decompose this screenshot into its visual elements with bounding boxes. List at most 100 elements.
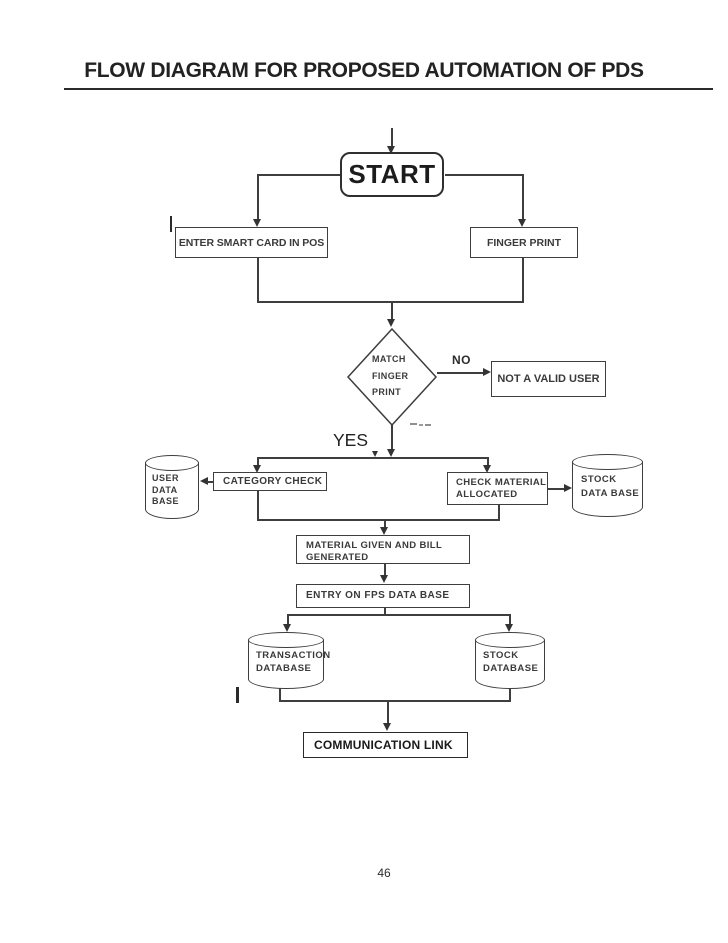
connector-into-communication: [387, 700, 389, 724]
connector-bottom-split-left: [287, 614, 289, 625]
connector-below-entry: [384, 608, 386, 615]
node-stock-database-bottom: STOCK DATABASE: [475, 632, 545, 689]
arrowhead-into-start: [387, 146, 395, 154]
user-db-line-3: BASE: [152, 496, 180, 506]
connector-bottom-split: [287, 614, 510, 616]
transaction-db-line-1: TRANSACTION: [256, 650, 331, 661]
arrowhead-into-enter-smart-card: [253, 219, 261, 227]
connector-to-user-database: [207, 481, 214, 483]
arrowhead-into-user-database: [200, 477, 208, 485]
node-start-label: START: [348, 159, 436, 189]
node-user-database-label: USER DATA BASE: [152, 473, 179, 508]
node-enter-smart-card-label: ENTER SMART CARD IN POS: [178, 236, 325, 249]
node-communication-link-label: COMMUNICATION LINK: [314, 738, 453, 752]
small-stray-arrowhead: [372, 451, 378, 457]
stray-mark-bottom: [236, 687, 239, 703]
node-stock-database-bottom-label: STOCK DATABASE: [483, 649, 538, 675]
connector-merge-right: [498, 505, 500, 520]
check-material-line-2: ALLOCATED: [456, 489, 518, 500]
arrowhead-into-entry-fps: [380, 575, 388, 583]
cylinder-body: [475, 640, 545, 689]
connector-bottom-split-right: [509, 614, 511, 625]
connector-start-right: [445, 174, 523, 176]
cylinder-top: [475, 632, 545, 648]
material-given-line-2: GENERATED: [306, 552, 369, 563]
arrowhead-yes-branch: [387, 449, 395, 457]
connector-down-left: [257, 174, 259, 220]
label-no: NO: [452, 353, 471, 367]
node-entry-fps-label: ENTRY ON FPS DATA BASE: [306, 590, 450, 601]
node-start: START: [340, 152, 444, 197]
stray-mark-left: [170, 216, 172, 232]
connector-final-horizontal: [279, 700, 510, 702]
material-given-line-1: MATERIAL GIVEN AND BILL: [306, 540, 443, 551]
faded-text-smudge: [419, 424, 423, 426]
arrowhead-into-material-given: [380, 527, 388, 535]
connector-into-start: [391, 128, 393, 147]
connector-join-left: [257, 258, 259, 303]
arrowhead-into-communication: [383, 723, 391, 731]
connector-merge-horizontal: [257, 519, 500, 521]
node-finger-print: FINGER PRINT: [470, 227, 578, 258]
cylinder-body: [572, 462, 643, 517]
arrowhead-into-not-valid-user: [483, 368, 491, 376]
match-line-2: FINGER: [372, 370, 409, 381]
arrowhead-into-stock-db-bottom: [505, 624, 513, 632]
connector-final-right: [509, 686, 511, 702]
node-entry-fps: ENTRY ON FPS DATA BASE: [296, 584, 470, 608]
arrowhead-into-finger-print: [518, 219, 526, 227]
node-stock-database-top-label: STOCK DATA BASE: [581, 473, 639, 500]
node-enter-smart-card: ENTER SMART CARD IN POS: [175, 227, 328, 258]
faded-text-smudge: [410, 423, 417, 425]
user-db-line-1: USER: [152, 473, 180, 483]
connector-yes-branch: [391, 425, 393, 450]
check-material-line-1: CHECK MATERIAL: [456, 477, 547, 488]
faded-text-smudge: [425, 424, 431, 426]
connector-join-right: [522, 257, 524, 303]
stock-db-bottom-line-1: STOCK: [483, 650, 519, 661]
node-transaction-database: TRANSACTION DATABASE: [248, 632, 330, 689]
stock-db-bottom-line-2: DATABASE: [483, 663, 539, 674]
node-category-check: CATEGORY CHECK: [213, 472, 327, 491]
connector-to-stock-database: [548, 488, 565, 490]
cylinder-top: [572, 454, 643, 470]
connector-merge-left: [257, 491, 259, 520]
stock-db-top-line-1: STOCK: [581, 474, 617, 485]
connector-join-horizontal: [257, 301, 524, 303]
match-line-1: MATCH: [372, 354, 406, 364]
node-communication-link: COMMUNICATION LINK: [303, 732, 468, 758]
user-db-line-2: DATA: [152, 484, 178, 495]
node-transaction-database-label: TRANSACTION DATABASE: [256, 649, 331, 675]
match-line-3: PRINT: [372, 387, 401, 397]
page-title: FLOW DIAGRAM FOR PROPOSED AUTOMATION OF …: [84, 59, 644, 82]
node-finger-print-label: FINGER PRINT: [486, 236, 562, 249]
connector-start-left: [257, 174, 340, 176]
arrowhead-into-decision: [387, 319, 395, 327]
node-check-material: CHECK MATERIAL ALLOCATED: [447, 472, 548, 505]
connector-into-decision: [391, 301, 393, 320]
stock-db-top-line-2: DATA BASE: [581, 487, 640, 499]
arrowhead-into-transaction-db: [283, 624, 291, 632]
connector-split-right: [487, 457, 489, 466]
node-match-finger-label: MATCH FINGER PRINT: [372, 351, 408, 401]
cylinder-body: [248, 640, 324, 689]
arrowhead-into-stock-database: [564, 484, 572, 492]
node-material-given: MATERIAL GIVEN AND BILL GENERATED: [296, 535, 470, 564]
page-number: 46: [377, 866, 391, 880]
node-user-database: USER DATA BASE: [145, 455, 199, 519]
connector-into-entry-fps: [384, 564, 386, 576]
arrowhead-into-check-material: [483, 465, 491, 473]
title-underline: [64, 88, 713, 90]
node-category-check-label: CATEGORY CHECK: [223, 476, 323, 487]
connector-into-material-given: [384, 519, 386, 528]
cylinder-top: [145, 455, 199, 471]
connector-final-left: [279, 686, 281, 702]
connector-split-left: [257, 457, 259, 466]
transaction-db-line-2: DATABASE: [256, 663, 312, 674]
node-stock-database-top: STOCK DATA BASE: [572, 454, 643, 517]
cylinder-top: [248, 632, 324, 648]
node-not-valid-user: NOT A VALID USER: [491, 361, 606, 397]
connector-down-right: [522, 174, 524, 220]
label-yes: YES: [333, 430, 369, 450]
